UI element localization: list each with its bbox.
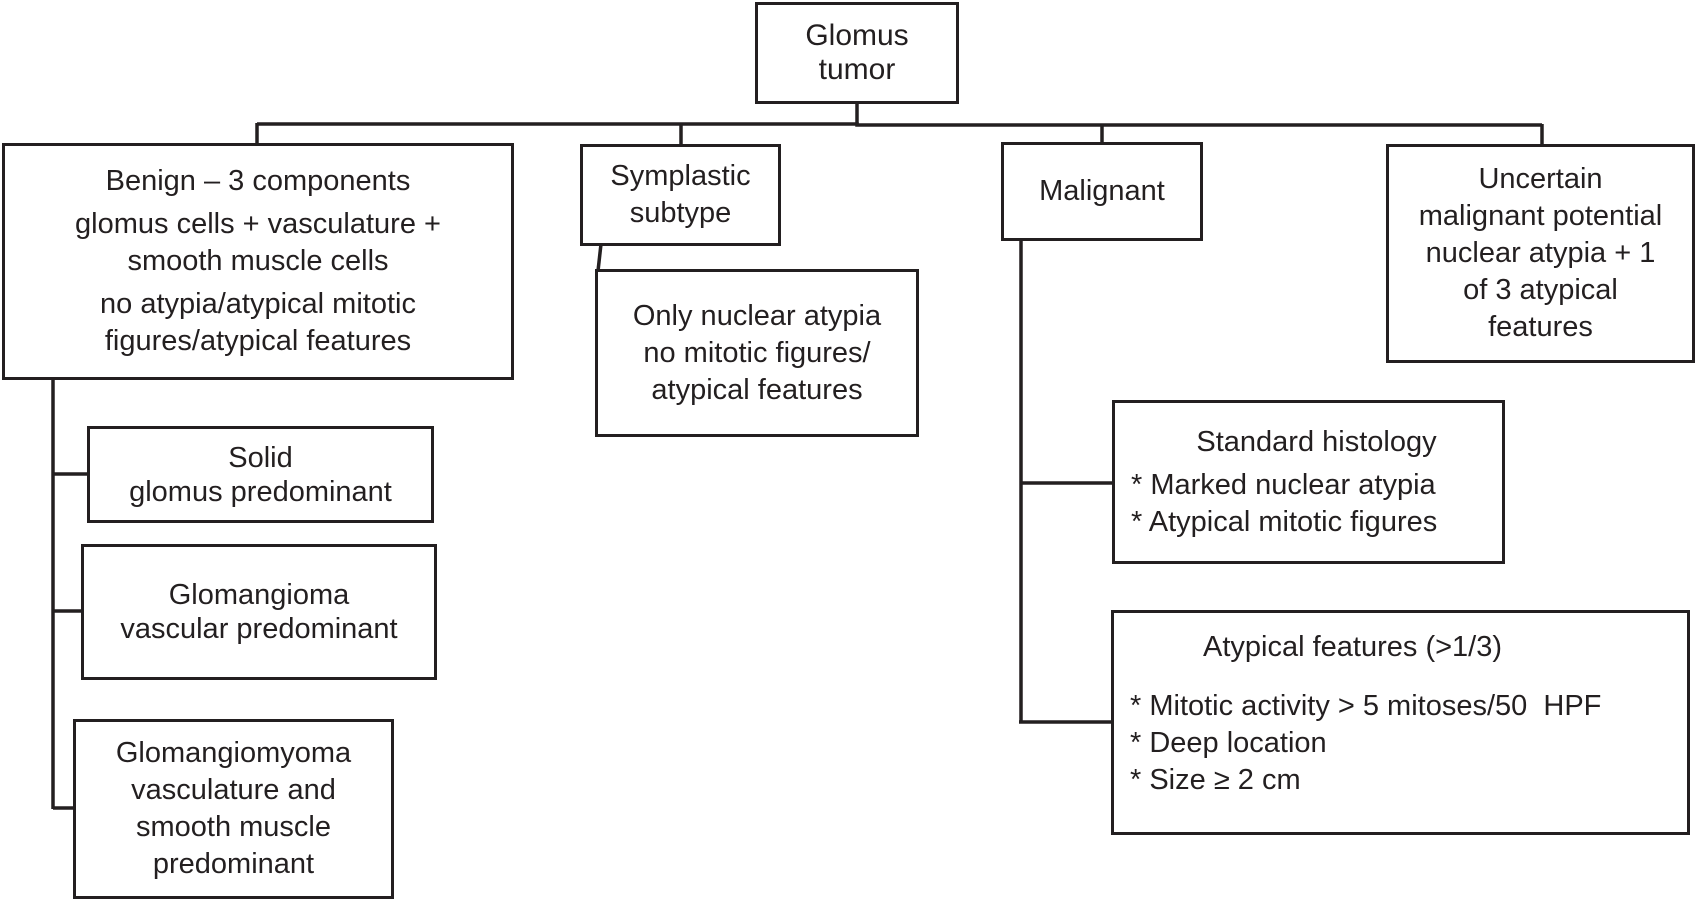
node-text: vasculature and	[131, 774, 336, 806]
node-symplastic-subtype: Symplastic subtype	[580, 144, 781, 246]
node-text: smooth muscle cells	[127, 245, 389, 277]
node-text: predominant	[152, 848, 315, 880]
node-item: * Atypical mitotic figures	[1131, 505, 1438, 538]
node-text: Malignant	[1039, 175, 1165, 207]
node-text: figures/atypical features	[104, 325, 412, 357]
node-standard-histology: Standard histology * Marked nuclear atyp…	[1112, 400, 1505, 564]
node-text: malignant potential	[1418, 200, 1663, 232]
node-title: Standard histology	[1196, 425, 1437, 458]
node-text: smooth muscle	[135, 811, 331, 843]
node-text: Only nuclear atypia	[632, 299, 882, 332]
node-text: glomus cells + vasculature +	[75, 208, 441, 240]
node-text: Glomus	[805, 19, 909, 52]
node-item: * Deep location	[1130, 727, 1327, 759]
node-solid: Solid glomus predominant	[87, 426, 434, 523]
node-glomangioma: Glomangioma vascular predominant	[81, 544, 437, 680]
node-text: subtype	[629, 197, 732, 229]
node-atypical-features: Atypical features (>1/3) * Mitotic activ…	[1111, 610, 1690, 835]
node-title: Benign – 3 components	[105, 165, 411, 197]
node-text: nuclear atypia + 1	[1425, 237, 1656, 269]
node-text: atypical features	[651, 373, 863, 406]
node-text: Solid	[228, 441, 293, 474]
node-item: * Mitotic activity > 5 mitoses/50 HPF	[1130, 690, 1602, 722]
node-item: * Size ≥ 2 cm	[1130, 764, 1301, 796]
node-uncertain-malignant-potential: Uncertain malignant potential nuclear at…	[1386, 144, 1695, 363]
node-text: glomus predominant	[129, 475, 392, 508]
node-malignant: Malignant	[1001, 142, 1203, 241]
node-text: Symplastic	[610, 160, 751, 192]
node-only-nuclear-atypia: Only nuclear atypia no mitotic figures/ …	[595, 269, 919, 437]
connector-symplastic-child	[596, 243, 603, 272]
node-benign: Benign – 3 components glomus cells + vas…	[2, 143, 514, 380]
node-text: no mitotic figures/	[643, 336, 871, 369]
node-text: vascular predominant	[120, 613, 398, 645]
connector-main-bus	[257, 122, 1542, 127]
node-text: Glomangiomyoma	[115, 737, 352, 769]
node-text: Uncertain	[1478, 163, 1603, 195]
node-title: Atypical features (>1/3)	[1203, 631, 1503, 663]
node-text: tumor	[818, 53, 896, 86]
node-glomangiomyoma: Glomangiomyoma vasculature and smooth mu…	[73, 719, 394, 899]
node-item: * Marked nuclear atypia	[1131, 468, 1436, 501]
node-text: of 3 atypical	[1463, 274, 1618, 306]
node-text: no atypia/atypical mitotic	[100, 288, 416, 320]
node-text: features	[1488, 311, 1593, 343]
node-text: Glomangioma	[168, 579, 350, 611]
node-glomus-tumor: Glomus tumor	[755, 2, 959, 104]
